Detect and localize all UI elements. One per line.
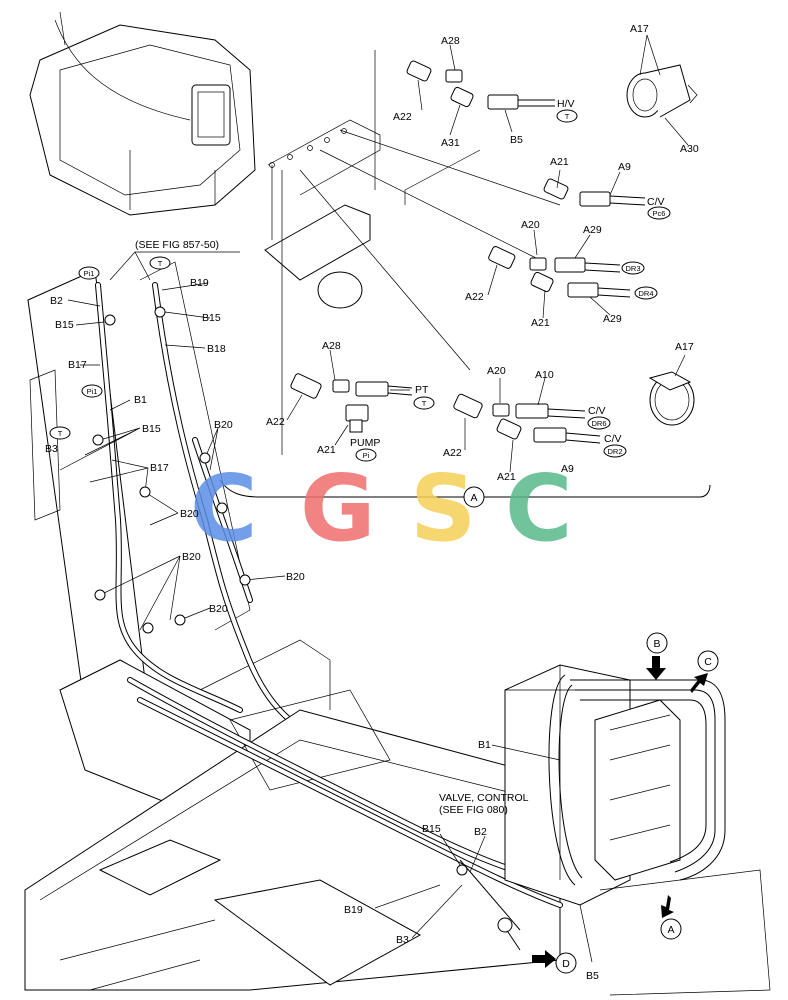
part-b20-4: B20: [286, 571, 305, 583]
oval-dr6: DR6: [591, 419, 606, 428]
part-a21-1: A21: [550, 156, 569, 168]
watermark-letter-2: G: [300, 455, 376, 562]
pt-label: PT: [415, 384, 429, 396]
cv-label-3: C/V: [604, 433, 622, 445]
part-a22-left: A22: [266, 416, 285, 428]
part-b2-right: B2: [474, 826, 487, 838]
part-b20-2: B20: [180, 508, 199, 520]
control-valve-drawing: [504, 664, 771, 996]
hv-label: H/V: [557, 98, 575, 110]
part-a20-1: A20: [521, 219, 540, 231]
part-b1-left: B1: [134, 394, 147, 406]
part-a29-1: A29: [583, 224, 602, 236]
watermark-letter-3: S: [410, 455, 476, 562]
part-a30: A30: [680, 143, 699, 155]
hose-clamps: [92, 306, 513, 933]
oval-dr3: DR3: [625, 264, 640, 273]
part-b2-left: B2: [50, 295, 63, 307]
part-b20-5: B20: [209, 603, 228, 615]
port-tags: Pi1 T Pi1 T T Pc6 DR3 DR4 T Pi DR6 DR2: [49, 109, 671, 462]
part-a9-low: A9: [561, 463, 574, 475]
fittings-cluster-top: [374, 50, 646, 298]
part-b20-3: B20: [182, 551, 201, 563]
part-b5-top: B5: [510, 134, 523, 146]
oval-pi1-2: Pi1: [87, 387, 98, 396]
part-a10: A10: [535, 369, 554, 381]
valve-control-label: VALVE, CONTROL: [439, 792, 529, 804]
pump-label: PUMP: [350, 437, 380, 449]
part-b3-right: B3: [396, 934, 409, 946]
part-b19-top: B19: [190, 277, 209, 289]
part-b20-1: B20: [214, 419, 233, 431]
part-a17-top: A17: [630, 23, 649, 35]
cv-label-1: C/V: [647, 196, 665, 208]
part-b3-left: B3: [45, 443, 58, 455]
oval-pi: Pi: [363, 451, 370, 460]
part-a21-3: A21: [317, 444, 336, 456]
part-a21-2: A21: [531, 317, 550, 329]
see-fig-080-label: (SEE FIG 080): [439, 804, 508, 816]
oval-t-3: T: [565, 112, 570, 121]
part-b1-right: B1: [478, 739, 491, 751]
part-b15-1: B15: [55, 319, 74, 331]
part-b15-4: B15: [422, 823, 441, 835]
callout-c: C: [704, 656, 712, 668]
label-layer: (SEE FIG 857-50) VALVE, CONTROL (SEE FIG…: [45, 23, 699, 982]
part-a28-mid: A28: [322, 340, 341, 352]
part-a20-2: A20: [487, 365, 506, 377]
oval-t-1: T: [158, 259, 163, 268]
oval-dr2: DR2: [607, 447, 622, 456]
cv-label-2: C/V: [588, 405, 606, 417]
part-b15-2: B15: [202, 312, 221, 324]
watermark-letter-4: C: [505, 455, 573, 562]
part-b5-bottom: B5: [586, 970, 599, 982]
part-b18: B18: [207, 343, 226, 355]
part-a17-mid: A17: [675, 341, 694, 353]
oval-dr4: DR4: [638, 289, 653, 298]
watermark-letter-1: C: [190, 455, 258, 562]
boom-structure: [27, 261, 331, 811]
leader-lines: [59, 34, 689, 963]
callout-a-view: A: [667, 924, 674, 936]
fittings-cluster-lower: [290, 373, 601, 444]
oval-pi1-1: Pi1: [84, 269, 95, 278]
part-a28-top: A28: [441, 35, 460, 47]
oval-t-2: T: [58, 429, 63, 438]
part-a31: A31: [441, 137, 460, 149]
callout-b: B: [653, 638, 660, 650]
part-b17-2: B17: [150, 462, 169, 474]
part-a22-mid: A22: [465, 291, 484, 303]
oval-pc6: Pc6: [653, 209, 666, 218]
part-a9-top: A9: [618, 161, 631, 173]
watermark: C G S C: [190, 455, 573, 562]
callout-d: D: [562, 958, 570, 970]
part-a22-top: A22: [393, 111, 412, 123]
bracket-drawing: [264, 119, 561, 455]
part-a22-right: A22: [443, 447, 462, 459]
cab-drawing: [29, 11, 256, 216]
direction-arrows: [532, 656, 708, 968]
part-b17-1: B17: [68, 359, 87, 371]
view-callouts: A B C A D: [463, 486, 719, 974]
see-fig-857-label: (SEE FIG 857-50): [135, 239, 219, 251]
part-a29-2: A29: [603, 313, 622, 325]
hose-clamp-a17: [626, 64, 698, 426]
part-b15-3: B15: [142, 423, 161, 435]
upper-frame-floor: [24, 689, 561, 991]
oval-t-4: T: [422, 399, 427, 408]
part-a21-4: A21: [497, 471, 516, 483]
callout-a-detail: A: [470, 492, 477, 504]
part-b19-bottom: B19: [344, 904, 363, 916]
